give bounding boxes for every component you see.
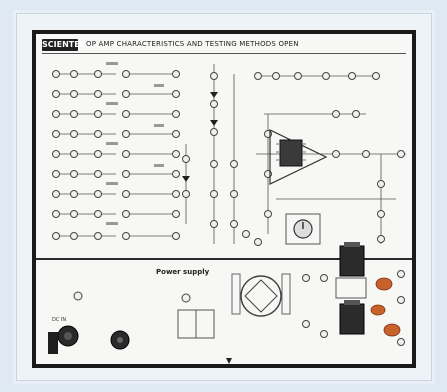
bottom-marker bbox=[226, 358, 232, 364]
power-knobs bbox=[48, 325, 130, 354]
middle-terminals bbox=[182, 72, 238, 228]
middle-vertical-lines bbox=[185, 64, 235, 244]
left-terminal-rows bbox=[56, 73, 176, 237]
socket-boxes bbox=[177, 277, 367, 339]
dc-input-label: DC IN bbox=[52, 317, 67, 323]
bridge-rectifier bbox=[231, 273, 291, 317]
left-terminals bbox=[52, 70, 180, 240]
output-terminals bbox=[397, 270, 405, 346]
board-title: OP AMP CHARACTERISTICS AND TESTING METHO… bbox=[86, 40, 299, 48]
section-divider bbox=[36, 258, 412, 260]
power-terminals bbox=[73, 274, 328, 338]
regulator-chips bbox=[339, 242, 365, 335]
potentiometer bbox=[285, 213, 321, 245]
board-header: SCIENTECH OP AMP CHARACTERISTICS AND TES… bbox=[42, 38, 406, 54]
circuit-drawing bbox=[48, 62, 406, 364]
orange-capacitors bbox=[370, 277, 401, 337]
diodes bbox=[182, 92, 218, 182]
trainer-board: SCIENTECH OP AMP CHARACTERISTICS AND TES… bbox=[32, 30, 416, 368]
resistor-blocks bbox=[106, 62, 164, 225]
right-terminals bbox=[242, 72, 405, 246]
power-supply-label: Power supply bbox=[156, 268, 210, 276]
op-amp-section bbox=[269, 129, 328, 185]
brand-logo: SCIENTECH bbox=[42, 39, 93, 51]
